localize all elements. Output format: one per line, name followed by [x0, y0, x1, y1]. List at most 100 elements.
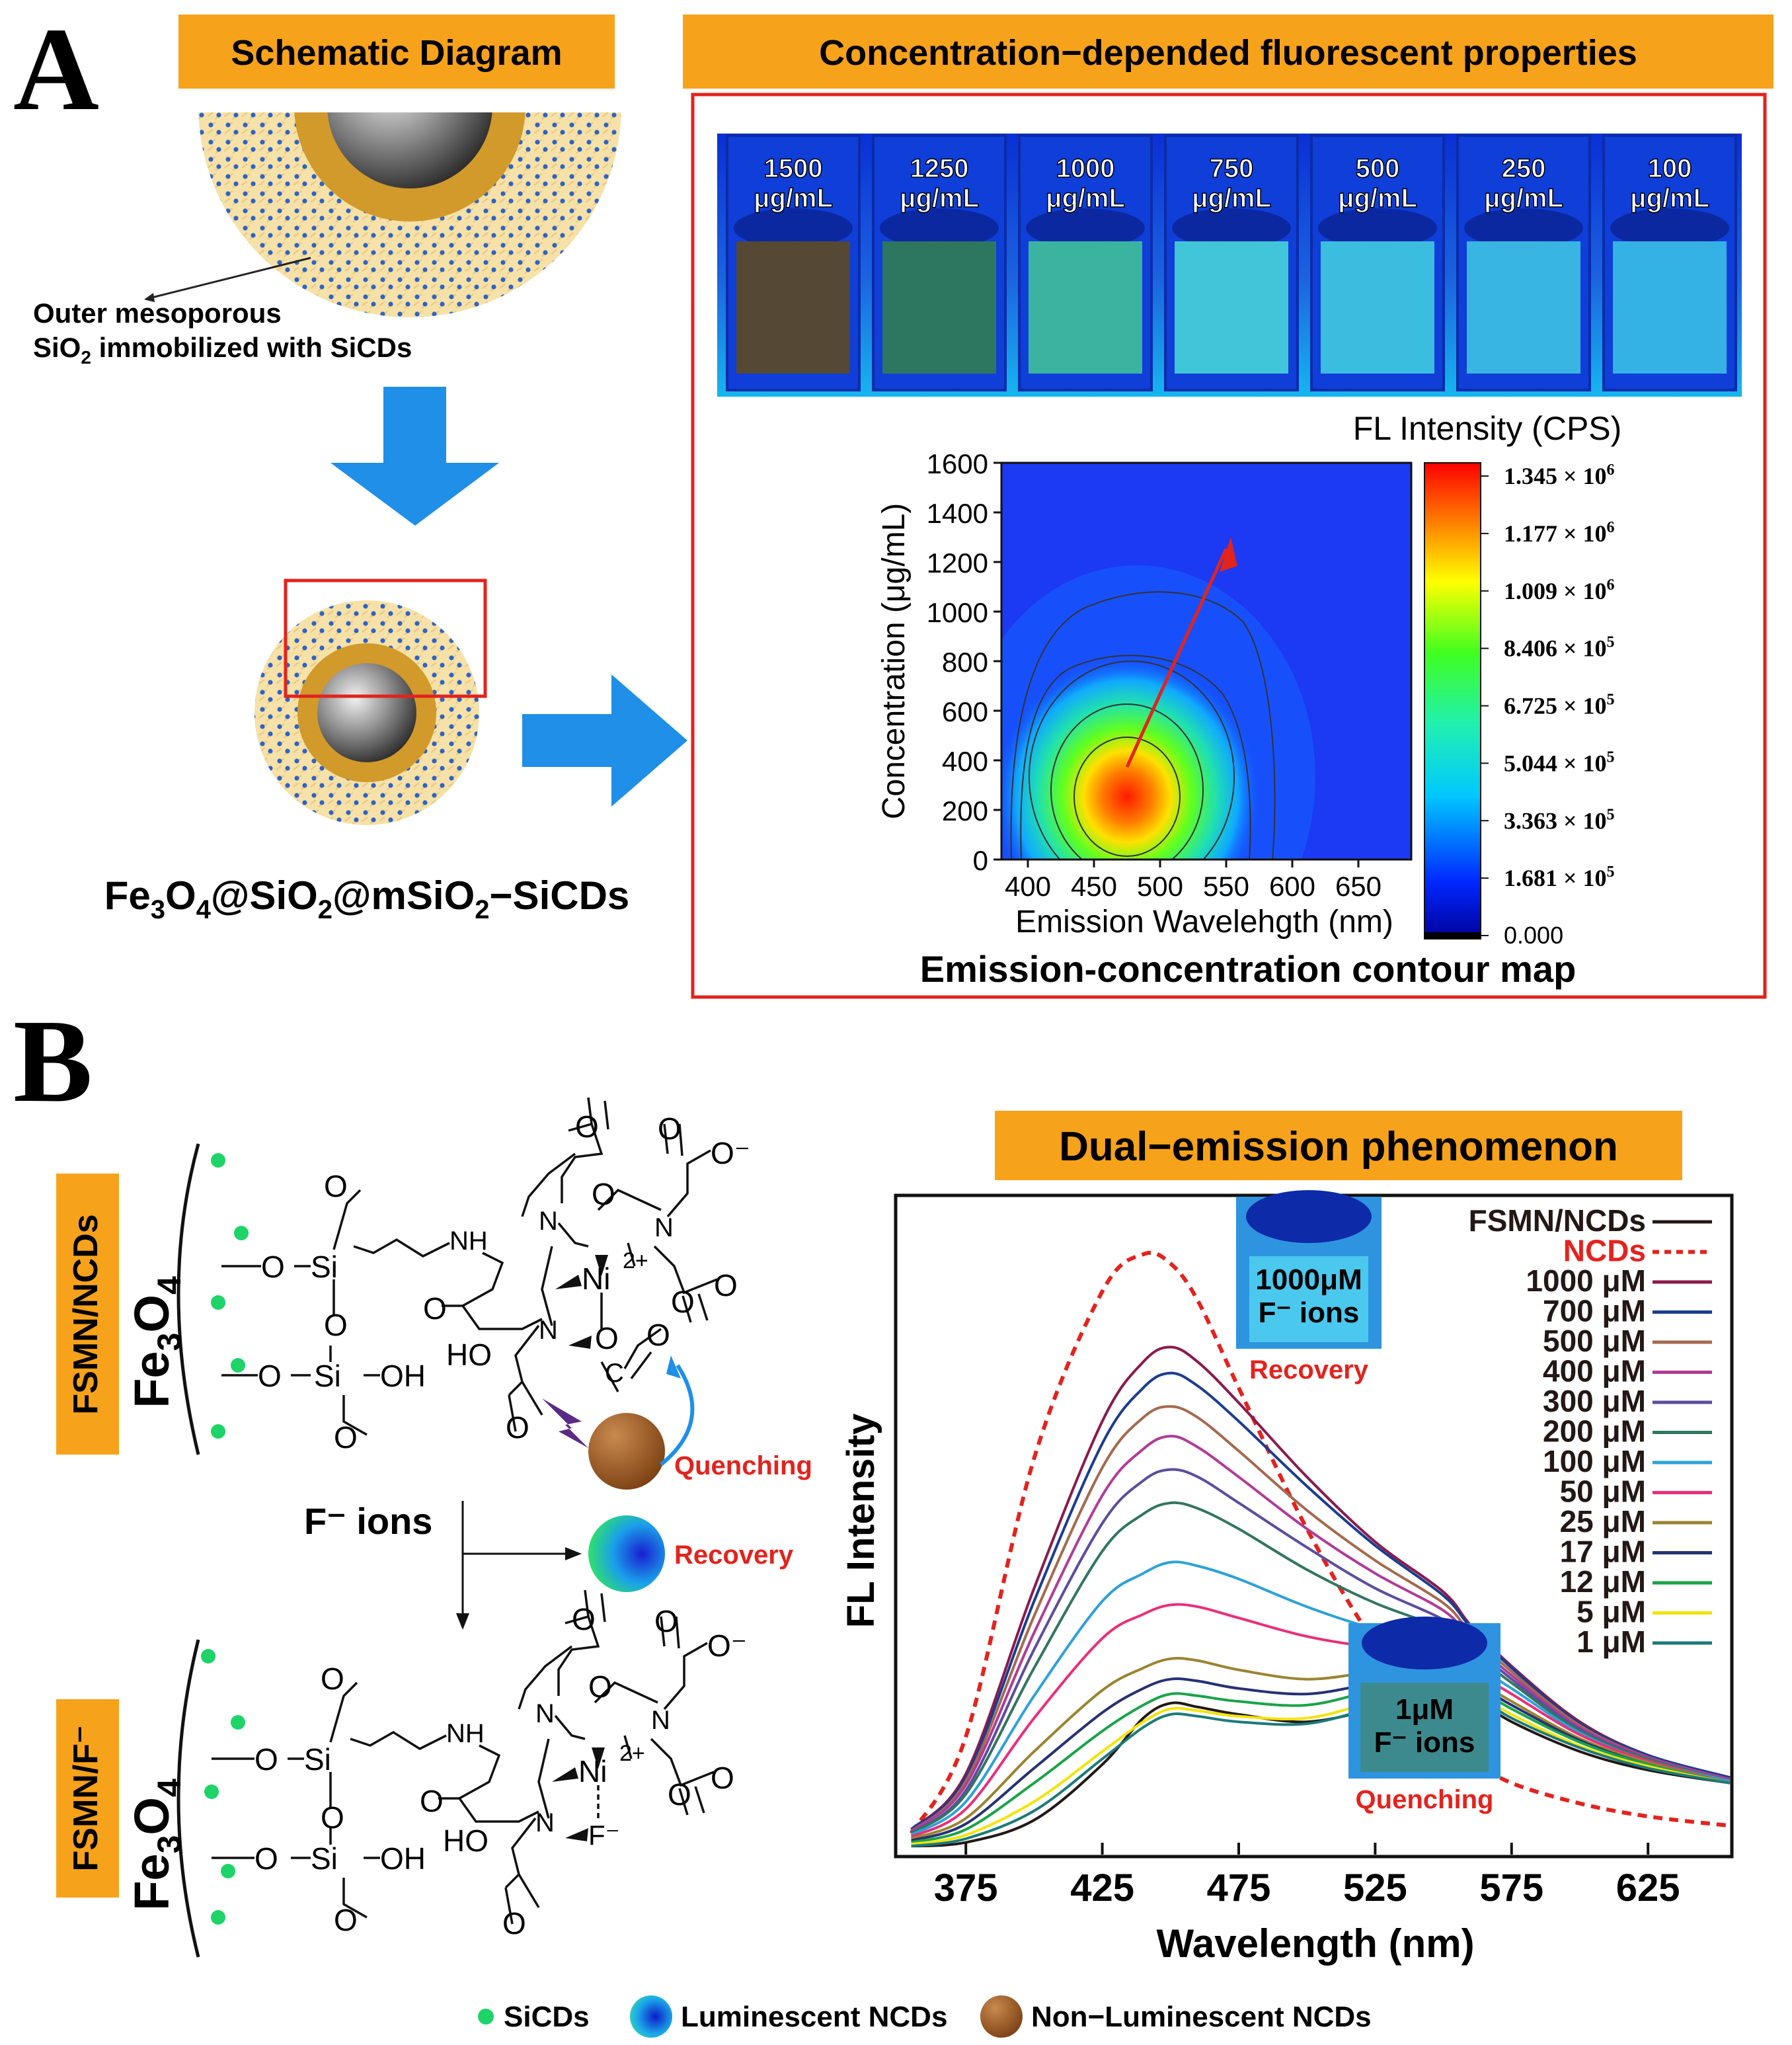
contour-xtick: 450 — [1071, 871, 1117, 902]
legend-label: 500 μM — [1543, 1324, 1646, 1358]
legend-luminescent-icon — [630, 1995, 672, 2038]
series-line — [910, 1657, 1731, 1840]
contour-ytick: 400 — [942, 746, 988, 777]
svg-text:O: O — [658, 1111, 682, 1146]
chart-xtick: 475 — [1207, 1866, 1271, 1909]
svg-text:O: O — [668, 1777, 691, 1812]
legend-label: 1 μM — [1577, 1624, 1646, 1659]
contour-ytick: 1400 — [927, 498, 988, 529]
fsmn-f-label: FSMN/F⁻ — [67, 1726, 105, 1872]
dual-title: Dual−emission phenomenon — [1059, 1124, 1618, 1170]
contour-ylabel: Concentration (μg/mL) — [877, 503, 912, 820]
cuvette-solution — [882, 241, 996, 374]
svg-text:2+: 2+ — [619, 1741, 645, 1766]
chart-xlabel: Wavelength (nm) — [1156, 1921, 1474, 1966]
sicd-dot — [234, 1226, 249, 1240]
cuvette-solution — [1321, 241, 1434, 374]
colorbar-tick: 3.363 × 105 — [1504, 806, 1615, 834]
contour-map: FL Intensity (CPS) 020040060080010001200… — [877, 410, 1621, 990]
legend-nonluminescent-icon — [980, 1995, 1023, 2038]
legend-label: 200 μM — [1543, 1414, 1646, 1449]
zoom-box — [284, 579, 487, 698]
svg-text:O: O — [420, 1784, 444, 1818]
panel-a-letter: A — [13, 3, 99, 135]
legend-sicds: SiCDs — [504, 2001, 590, 2033]
light-bolt-icon — [542, 1398, 588, 1448]
inset-quenching-line2: F⁻ ions — [1374, 1726, 1475, 1759]
series-line — [911, 1675, 1731, 1844]
schematic-title-banner — [178, 15, 615, 89]
series-line — [911, 1683, 1731, 1846]
inset-recovery-line2: F⁻ ions — [1259, 1297, 1360, 1329]
svg-text:O: O — [572, 1602, 596, 1636]
cuvette-unit: μg/mL — [900, 184, 979, 213]
cuvette-unit: μg/mL — [1484, 184, 1563, 213]
svg-text:O: O — [671, 1285, 695, 1319]
colorbar-title: FL Intensity (CPS) — [1353, 410, 1622, 447]
svg-text:O: O — [324, 1169, 348, 1203]
colorbar-tick: 6.725 × 105 — [1504, 692, 1615, 719]
sicd-dot — [221, 1864, 235, 1878]
contour-caption: Emission-concentration contour map — [920, 948, 1577, 990]
svg-text:O: O — [254, 1841, 278, 1876]
svg-text:O⁻: O⁻ — [711, 1136, 750, 1170]
svg-text:Si: Si — [314, 1359, 341, 1393]
colorbar-tick: 5.044 × 105 — [1504, 748, 1615, 776]
svg-text:N: N — [651, 1706, 670, 1735]
svg-text:NH: NH — [446, 1719, 485, 1748]
svg-text:O: O — [254, 1742, 278, 1777]
contour-xtick: 400 — [1005, 871, 1051, 902]
inset-recovery-caption: Recovery — [1249, 1355, 1369, 1384]
cuvette-concentration: 250 — [1502, 154, 1546, 183]
colorbar-tick: 1.345 × 106 — [1504, 461, 1615, 489]
inset-recovery: 1000μM F⁻ ions Recovery — [1236, 1190, 1382, 1384]
series-line — [910, 1468, 1731, 1835]
cuvette-concentration: 500 — [1356, 154, 1400, 183]
sicd-dot — [204, 1784, 219, 1799]
colorbar-tick: 0.000 — [1504, 922, 1563, 949]
contour-xtick: 650 — [1335, 871, 1382, 902]
svg-text:Ni: Ni — [582, 1262, 610, 1296]
fsmn-ncds-banner — [56, 1174, 119, 1455]
series-line — [910, 1560, 1731, 1837]
inset-recovery-line1: 1000μM — [1255, 1263, 1362, 1296]
colorbar-tick: 1.009 × 106 — [1504, 577, 1615, 604]
sicd-dot — [211, 1295, 225, 1310]
shell-label-2: SiO2 immobilized with SiCDs — [33, 332, 412, 368]
sicd-dot — [211, 1424, 225, 1439]
contour-ytick: 1000 — [927, 597, 988, 628]
chart-xtick: 425 — [1070, 1866, 1134, 1909]
svg-text:C: C — [605, 1359, 624, 1388]
series-line — [911, 1689, 1731, 1848]
trend-arrow — [1125, 547, 1228, 768]
svg-text:O: O — [654, 1604, 678, 1638]
svg-text:2+: 2+ — [623, 1248, 648, 1273]
cuvette-unit: μg/mL — [1338, 184, 1417, 213]
non-luminescent-ncd — [588, 1413, 665, 1490]
series-line — [911, 1670, 1731, 1842]
legend-label: 5 μM — [1577, 1595, 1646, 1629]
fsmn-ncds-label: FSMN/NCDs — [67, 1214, 105, 1414]
cuvette-solution — [736, 241, 850, 374]
cuvette-unit: μg/mL — [1630, 184, 1709, 213]
legend-label: 12 μM — [1560, 1564, 1646, 1599]
cuvette-unit: μg/mL — [1046, 184, 1125, 213]
cuvette-solution — [1175, 241, 1288, 374]
contour-ytick: 800 — [942, 647, 988, 678]
svg-text:Fe3O4: Fe3O4 — [124, 1276, 188, 1408]
contour-xlabel: Emission Wavelehgth (nm) — [1015, 904, 1393, 940]
sicd-dot — [201, 1649, 215, 1664]
cuvette-concentration: 1500 — [764, 154, 823, 183]
svg-text:O: O — [334, 1903, 358, 1937]
nanoparticle-illustration — [254, 579, 487, 825]
svg-text:O: O — [588, 1669, 612, 1704]
down-arrow-icon — [331, 387, 499, 526]
legend-label: 17 μM — [1560, 1535, 1646, 1569]
colorbar-tick: 1.177 × 106 — [1504, 519, 1615, 547]
series-line — [910, 1405, 1731, 1833]
structure-top: Fe3O4 — [124, 1097, 750, 1455]
sicd-dot — [211, 1910, 225, 1925]
series-line — [909, 1250, 1731, 1835]
